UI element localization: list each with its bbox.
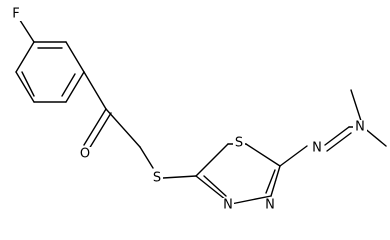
svg-text:N: N <box>265 198 275 213</box>
carbonyl-oxygen-atom: O <box>79 147 91 162</box>
svg-text:N: N <box>355 120 365 135</box>
bond <box>88 112 112 150</box>
bond <box>245 143 281 167</box>
imine-nitrogen-atom: N <box>310 141 324 156</box>
bond <box>139 146 154 169</box>
bond <box>105 108 141 148</box>
bond <box>195 143 229 177</box>
bond <box>15 41 35 73</box>
dimethylamino-nitrogen-atom: N <box>353 120 367 135</box>
thioether-sulfur-atom: S <box>151 171 163 186</box>
svg-text:S: S <box>235 136 243 151</box>
bond <box>162 175 197 179</box>
bond <box>326 132 352 152</box>
bond <box>21 71 35 97</box>
bond <box>203 175 227 197</box>
bond <box>279 145 308 167</box>
bond <box>265 169 276 194</box>
svg-text:N: N <box>312 141 322 156</box>
bond <box>230 195 272 205</box>
svg-text:N: N <box>223 198 233 213</box>
fluorine-atom: F <box>10 7 22 22</box>
svg-text:F: F <box>12 7 19 22</box>
chemical-structure-diagram: F O S S N N N N <box>10 6 387 213</box>
svg-text:S: S <box>153 171 161 186</box>
bond <box>15 71 35 103</box>
ring-nitrogen-left-atom: N <box>222 198 234 213</box>
bond <box>83 71 107 110</box>
bond <box>324 126 350 146</box>
svg-text:O: O <box>80 147 90 162</box>
bond <box>61 73 76 97</box>
ring-sulfur-atom: S <box>233 136 245 151</box>
bond <box>65 71 85 103</box>
bond <box>65 41 85 73</box>
bond <box>270 165 281 197</box>
bond <box>83 108 107 146</box>
ring-nitrogen-right-atom: N <box>264 198 276 213</box>
